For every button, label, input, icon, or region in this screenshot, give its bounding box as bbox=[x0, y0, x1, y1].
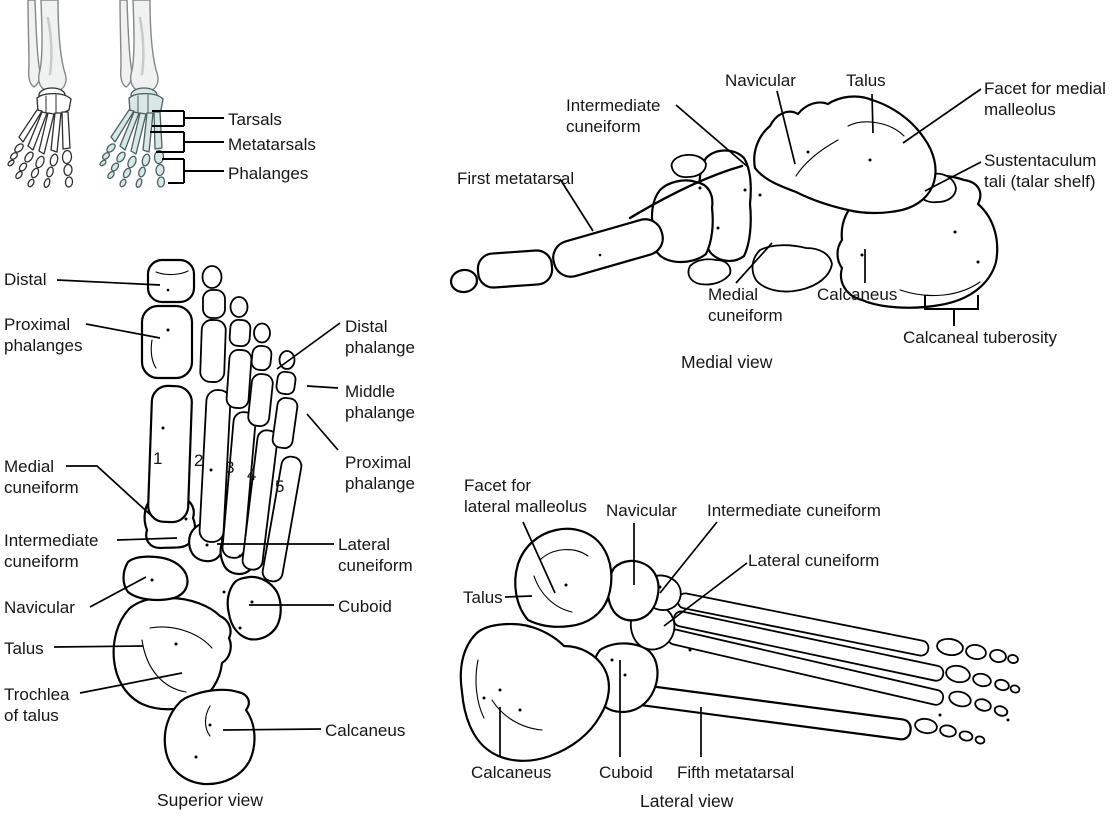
sv-label-distal: Distal bbox=[4, 270, 47, 289]
medial-view-leaders bbox=[559, 88, 982, 284]
metatarsal-number-5: 5 bbox=[275, 477, 285, 496]
label-metatarsals: Metatarsals bbox=[228, 135, 316, 154]
sv-label-lateral-cuneiform: Lateral cuneiform bbox=[338, 535, 413, 575]
sv-label-trochlea-of-talus: Trochlea of talus bbox=[4, 685, 70, 725]
metatarsal-number-3: 3 bbox=[225, 458, 235, 477]
mv-label-first-metatarsal: First metatarsal bbox=[457, 169, 575, 188]
lv-label-fifth-metatarsal: Fifth metatarsal bbox=[677, 763, 795, 782]
sv-label-proximal-phalanges: Proximal phalanges bbox=[4, 315, 83, 355]
lv-label-intermediate-cuneiform: Intermediate cuneiform bbox=[707, 501, 881, 520]
phalanges-bracket bbox=[162, 158, 224, 184]
stipple-dots bbox=[482, 583, 1010, 722]
sv-label-cuboid: Cuboid bbox=[338, 597, 392, 616]
sv-label-medial-cuneiform: Medial cuneiform bbox=[4, 457, 79, 497]
metatarsal-number-4: 4 bbox=[247, 465, 257, 484]
lateral-toes bbox=[914, 637, 1021, 745]
lateral-view-leaders bbox=[499, 521, 748, 757]
lv-label-cuboid: Cuboid bbox=[599, 763, 653, 782]
sv-label-middle-phalange: Middle phalange bbox=[345, 382, 415, 422]
sv-label-navicular: Navicular bbox=[4, 598, 75, 617]
label-tarsals: Tarsals bbox=[228, 110, 282, 129]
mv-label-sustentaculum-tali: Sustentaculum tali (talar shelf) bbox=[984, 151, 1097, 191]
stipple-dots bbox=[598, 150, 980, 264]
medial-view-caption: Medial view bbox=[681, 352, 773, 372]
mv-label-navicular: Navicular bbox=[725, 71, 796, 90]
metatarsals-bracket bbox=[150, 131, 224, 153]
mv-label-facet-for-medial-malleolus: Facet for medial malleolus bbox=[984, 79, 1106, 119]
mv-label-talus: Talus bbox=[846, 71, 886, 90]
lv-label-lateral-cuneiform: Lateral cuneiform bbox=[748, 551, 880, 570]
medial-view-illustration bbox=[449, 88, 999, 326]
superior-view-illustration bbox=[53, 258, 341, 786]
sv-label-intermediate-cuneiform: Intermediate cuneiform bbox=[4, 531, 99, 571]
metatarsal-number-1: 1 bbox=[153, 449, 163, 468]
sv-label-distal-phalange: Distal phalange bbox=[345, 317, 415, 357]
tarsals-bracket bbox=[152, 110, 224, 127]
metatarsal-number-2: 2 bbox=[194, 451, 204, 470]
lateral-view-illustration bbox=[459, 521, 1021, 762]
superior-view-caption: Superior view bbox=[157, 790, 264, 810]
calcaneal-tuberosity-bracket bbox=[924, 295, 979, 326]
lv-label-navicular: Navicular bbox=[606, 501, 677, 520]
mv-label-calcaneus: Calcaneus bbox=[817, 285, 898, 304]
sv-label-calcaneus: Calcaneus bbox=[325, 721, 406, 740]
label-phalanges: Phalanges bbox=[228, 164, 309, 183]
superior-view-leaders bbox=[53, 279, 341, 731]
sv-label-talus: Talus bbox=[4, 639, 44, 658]
anterior-feet-illustration bbox=[5, 0, 224, 190]
lv-label-talus: Talus bbox=[463, 588, 503, 607]
mv-label-calcaneal-tuberosity: Calcaneal tuberosity bbox=[903, 328, 1058, 347]
sv-label-proximal-phalange: Proximal phalange bbox=[345, 453, 415, 493]
lateral-view-caption: Lateral view bbox=[640, 791, 734, 811]
lv-label-calcaneus: Calcaneus bbox=[471, 763, 552, 782]
lv-label-facet-for-lateral-malleolus: Facet for lateral malleolus bbox=[464, 476, 587, 516]
mv-label-medial-cuneiform: Medial cuneiform bbox=[708, 285, 783, 325]
stipple-dots bbox=[150, 288, 254, 759]
mv-label-intermediate-cuneiform: Intermediate cuneiform bbox=[566, 96, 661, 136]
